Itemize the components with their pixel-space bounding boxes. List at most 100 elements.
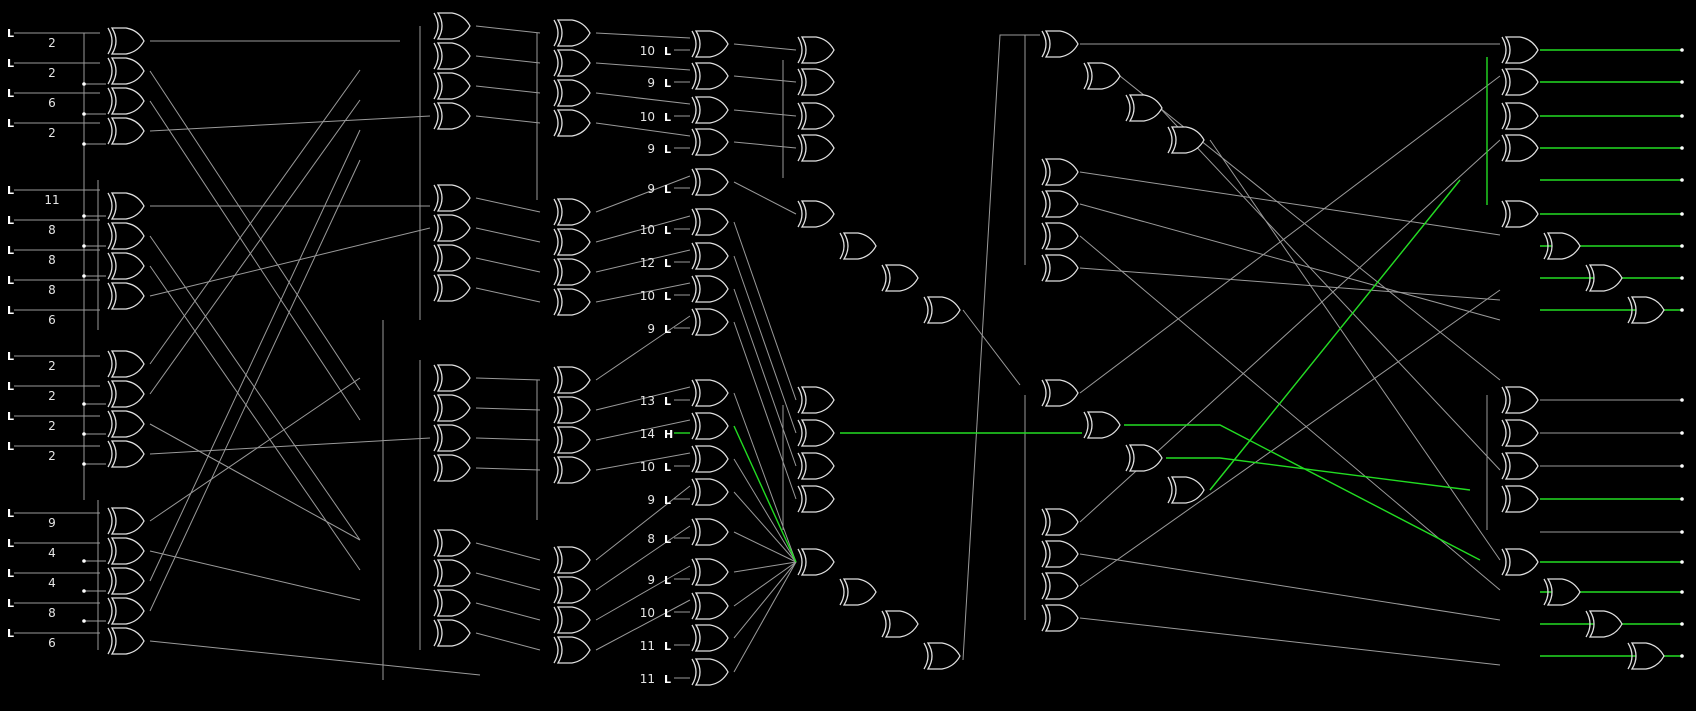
wire (475, 115, 541, 124)
xor-gate (923, 642, 961, 670)
input-bit-count: 2 (48, 449, 56, 463)
wire (733, 458, 797, 563)
xor-gate (433, 424, 471, 452)
wire (733, 561, 797, 639)
xor-gate (433, 42, 471, 70)
xor-gate (797, 419, 835, 447)
xor-gate (1501, 134, 1539, 162)
input-bit-count: 2 (48, 419, 56, 433)
xor-gate (1041, 604, 1079, 632)
xor-gate (553, 109, 591, 137)
xor-gate (553, 288, 591, 316)
xor-gate (797, 452, 835, 480)
wire (149, 100, 361, 421)
wire (733, 221, 797, 401)
xor-gate (797, 485, 835, 513)
junction-dot (82, 112, 86, 116)
wire (595, 565, 691, 621)
xor-gate (107, 507, 145, 535)
wiring (14, 25, 1682, 680)
wire (149, 69, 361, 365)
xor-gate (1501, 485, 1539, 513)
wire (149, 550, 361, 601)
input-bit-count: 11 (44, 193, 59, 207)
wire (595, 62, 691, 71)
wire (475, 25, 541, 34)
xor-gate (107, 350, 145, 378)
wire (733, 75, 797, 83)
xor-gate (1501, 36, 1539, 64)
xor-gate (433, 72, 471, 100)
mid-level: L (664, 77, 671, 90)
mid-level: L (664, 640, 671, 653)
input-bit-count: 8 (48, 283, 56, 297)
xor-gate (553, 426, 591, 454)
xor-gate (1041, 158, 1079, 186)
mid-bit-count: 11 (640, 672, 655, 686)
output-terminal (1680, 244, 1684, 248)
xor-gate (433, 619, 471, 647)
xor-gate (691, 242, 729, 270)
mid-level: L (664, 290, 671, 303)
mid-bit-count: 9 (647, 182, 655, 196)
xor-gate (1083, 62, 1121, 90)
wire (595, 315, 691, 381)
junction-dot (82, 432, 86, 436)
xor-gate (691, 379, 729, 407)
wire (595, 525, 691, 591)
wire (475, 572, 541, 591)
active-wire (1209, 179, 1461, 491)
wire (733, 531, 797, 563)
xor-gate (107, 410, 145, 438)
xor-gate (553, 576, 591, 604)
output-terminal (1680, 114, 1684, 118)
xor-gate (1501, 548, 1539, 576)
input-level: L (7, 244, 14, 257)
gates (107, 12, 1665, 686)
wire (962, 34, 1040, 661)
xor-gate (107, 380, 145, 408)
wire (1159, 107, 1501, 471)
wire (733, 561, 797, 573)
mid-level: L (664, 224, 671, 237)
xor-gate (433, 364, 471, 392)
xor-gate (1501, 200, 1539, 228)
wire (475, 602, 541, 621)
input-level: L (7, 304, 14, 317)
wire (149, 227, 431, 297)
wire (733, 491, 797, 563)
mid-bit-count: 11 (640, 639, 655, 653)
output-terminal (1680, 560, 1684, 564)
junction-dot (82, 402, 86, 406)
xor-gate (553, 636, 591, 664)
active-wire (733, 425, 797, 563)
mid-bit-count: 14 (640, 427, 655, 441)
xor-gate (1501, 419, 1539, 447)
wire (475, 632, 541, 651)
input-level: L (7, 214, 14, 227)
mid-bit-count: 10 (640, 289, 655, 303)
wire (1079, 203, 1501, 321)
xor-gate (433, 589, 471, 617)
xor-gate (433, 274, 471, 302)
mid-level: L (664, 111, 671, 124)
wire (962, 309, 1021, 386)
mid-bit-count: 9 (647, 322, 655, 336)
xor-gate (107, 567, 145, 595)
wire (149, 640, 481, 676)
mid-level: L (664, 183, 671, 196)
xor-gate (691, 168, 729, 196)
output-terminal (1680, 80, 1684, 84)
output-terminal (1680, 308, 1684, 312)
wire (475, 55, 541, 64)
input-bit-count: 8 (48, 223, 56, 237)
xor-gate (433, 244, 471, 272)
xor-gate (1083, 411, 1121, 439)
wire (733, 43, 797, 51)
input-level: L (7, 380, 14, 393)
xor-gate (1041, 572, 1079, 600)
xor-gate (797, 200, 835, 228)
output-terminal (1680, 590, 1684, 594)
input-bit-count: 2 (48, 389, 56, 403)
